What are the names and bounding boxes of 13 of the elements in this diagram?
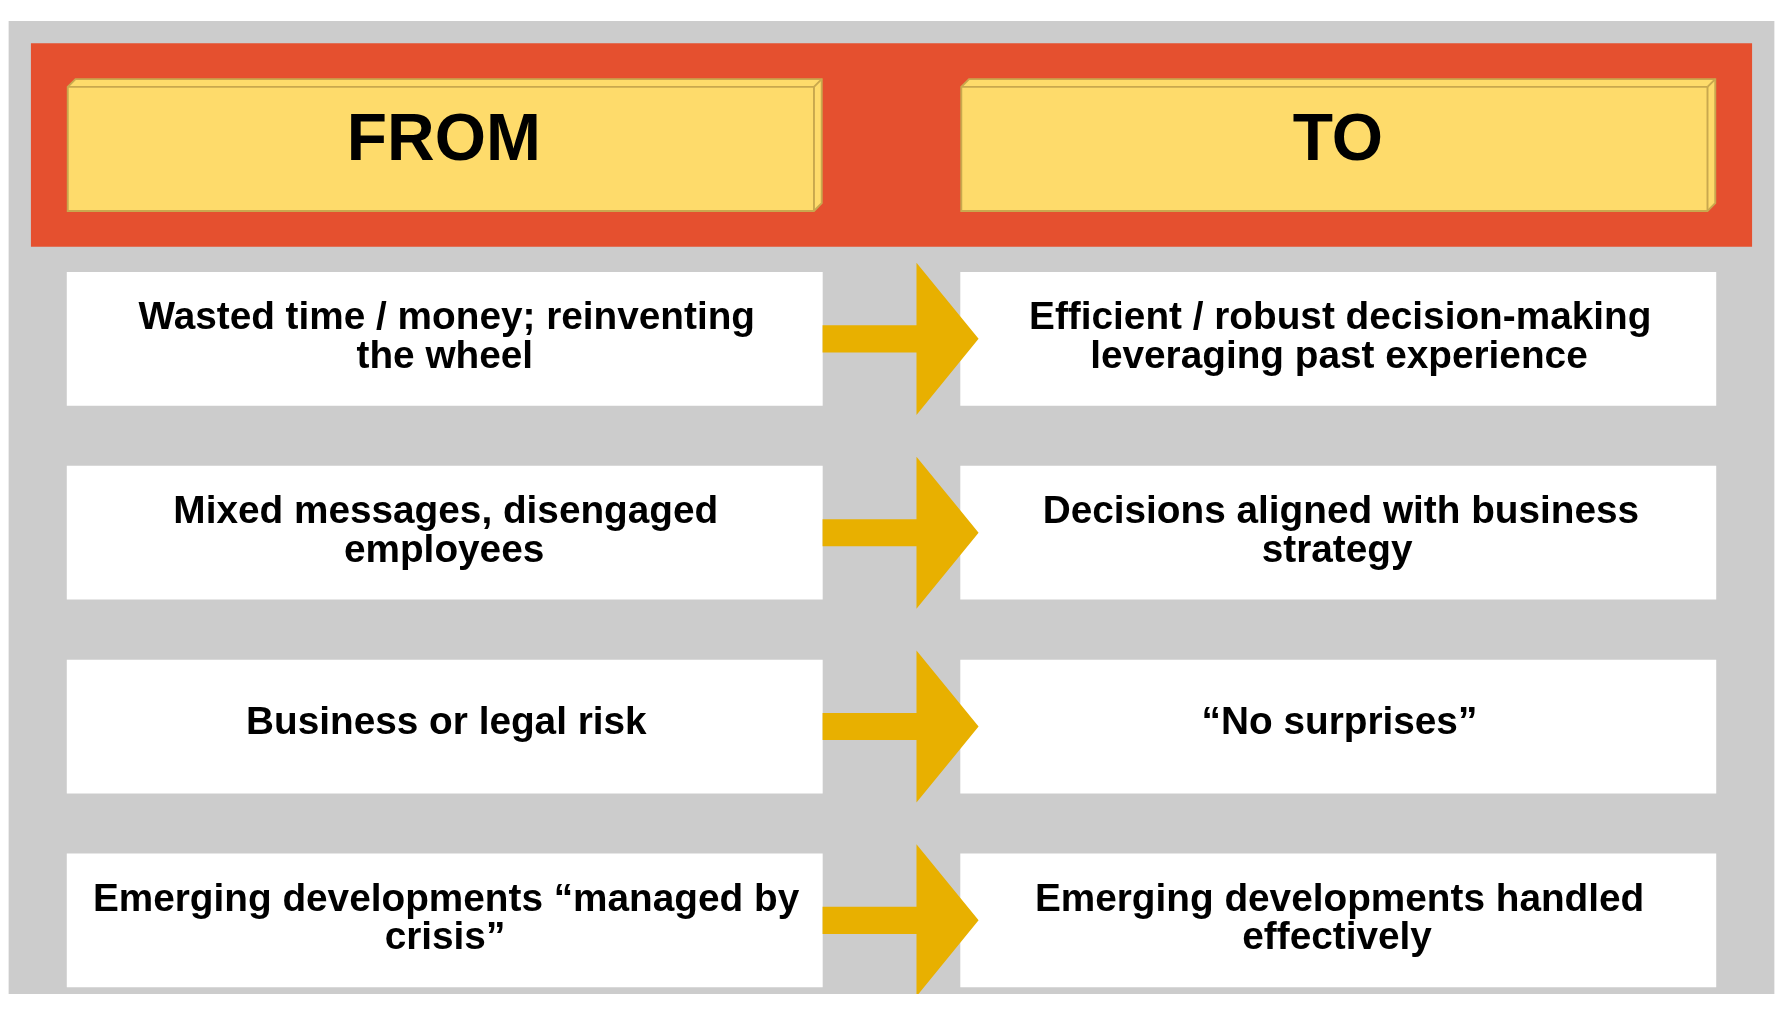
arrow — [822, 649, 979, 803]
node-box: Efficient / robust decision-making leveraging past experience — [960, 271, 1717, 406]
node-box: Business or legal risk — [66, 659, 823, 793]
node-box: Emerging developments “managed by crisis” — [66, 853, 823, 987]
node-box: Mixed messages, disengaged employees — [66, 465, 823, 600]
arrow — [822, 262, 979, 415]
cluster — [30, 42, 1753, 247]
arrow — [822, 456, 979, 609]
node-box: Emerging developments handled effectively — [960, 853, 1717, 987]
node-box: “No surprises” — [960, 659, 1717, 793]
arrow — [822, 843, 979, 994]
node-box: Decisions aligned with business strategy — [960, 465, 1717, 600]
node-box: Wasted time / money; reinventing the wheel — [66, 271, 823, 406]
